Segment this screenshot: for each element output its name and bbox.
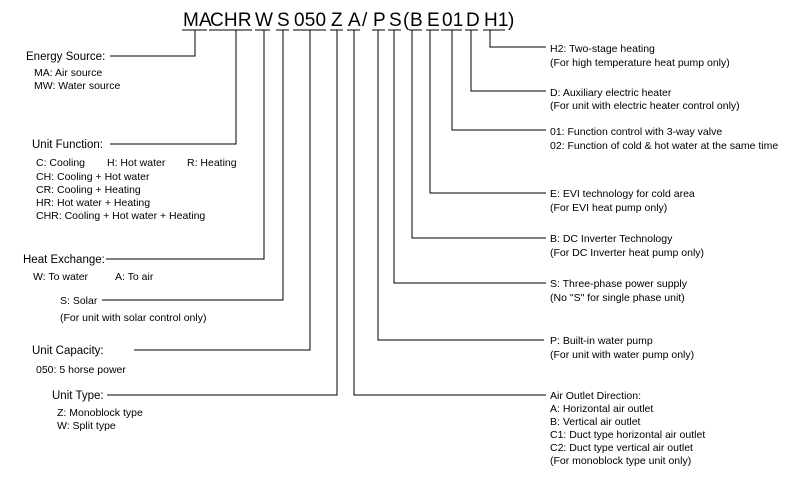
connector-function: [110, 30, 237, 145]
solar-line-1: (For unit with solar control only): [60, 312, 206, 324]
function-line-cr: CR: Cooling + Heating: [36, 184, 141, 196]
type-line-2: W: Split type: [57, 420, 116, 432]
type-title: Unit Type:: [52, 390, 104, 402]
function-hotwater: H: Hot water: [107, 157, 166, 169]
connector-exchange: [106, 30, 265, 260]
code-capacity: 050: [294, 10, 326, 31]
connector-b: [411, 30, 546, 239]
code-chr: CHR: [210, 10, 252, 31]
function-line-hr: HR: Hot water + Heating: [36, 197, 150, 209]
code-h1: H1: [484, 10, 509, 31]
energy-line-1: MA: Air source: [34, 67, 102, 79]
function-line-ch: CH: Cooling + Hot water: [36, 171, 150, 183]
code-rparen: ): [508, 10, 515, 31]
capacity-title: Unit Capacity:: [32, 345, 104, 357]
exchange-air: A: To air: [115, 271, 154, 283]
connector-d: [470, 30, 546, 92]
code-z: Z: [331, 10, 343, 31]
code-w: W: [255, 10, 273, 31]
connector-e: [429, 30, 546, 194]
d-line-1: D: Auxiliary electric heater: [550, 87, 672, 99]
p-line-2: (For unit with water pump only): [550, 349, 694, 361]
function-cooling: C: Cooling: [36, 157, 85, 169]
p-line-1: P: Built-in water pump: [550, 335, 653, 347]
connector-solar: [102, 30, 284, 301]
e-line-2: (For EVI heat pump only): [550, 202, 667, 214]
b-line-2: (For DC Inverter heat pump only): [550, 247, 704, 259]
connector-01: [451, 30, 546, 131]
code-e: E: [427, 10, 440, 31]
code-d: D: [466, 10, 480, 31]
code-01: 01: [442, 10, 464, 31]
air-line-4: C2: Duct type vertical air outlet: [550, 442, 693, 454]
connectors-right: [377, 30, 546, 341]
b-line-1: B: DC Inverter Technology: [550, 233, 673, 245]
right-labels: H2: Two-stage heating (For high temperat…: [550, 43, 778, 467]
code-ma: MA: [183, 10, 212, 31]
code-b: B: [410, 10, 423, 31]
air-line-1: A: Horizontal air outlet: [550, 403, 653, 415]
d-line-2: (For unit with electric heater control o…: [550, 100, 740, 112]
function-heating: R: Heating: [187, 157, 237, 169]
air-title: Air Outlet Direction:: [550, 390, 641, 402]
function-title: Unit Function:: [32, 139, 103, 151]
connector-p: [377, 30, 544, 341]
s-line-1: S: Three-phase power supply: [550, 278, 688, 290]
01-line-2: 02: Function of cold & hot water at the …: [550, 140, 778, 152]
energy-line-2: MW: Water source: [34, 80, 121, 92]
h2-line-2: (For high temperature heat pump only): [550, 57, 730, 69]
air-line-2: B: Vertical air outlet: [550, 416, 641, 428]
exchange-title: Heat Exchange:: [23, 254, 105, 266]
s-line-2: (No "S" for single phase unit): [550, 292, 685, 304]
type-line-1: Z: Monoblock type: [57, 407, 143, 419]
model-code: MA CHR W S 050 Z A / P S ( B E 01 D H1 ): [183, 10, 515, 31]
left-labels: Energy Source: MA: Air source MW: Water …: [23, 51, 237, 432]
connector-h1: [489, 30, 546, 48]
connector-energy: [110, 30, 196, 57]
connectors-left: [102, 30, 546, 396]
code-lparen: (: [403, 10, 410, 31]
air-line-3: C1: Duct type horizontal air outlet: [550, 429, 705, 441]
capacity-line-1: 050: 5 horse power: [36, 364, 126, 376]
connector-capacity: [134, 30, 311, 351]
h2-line-1: H2: Two-stage heating: [550, 43, 655, 55]
air-line-5: (For monoblock type unit only): [550, 455, 691, 467]
01-line-1: 01: Function control with 3-way valve: [550, 126, 722, 138]
exchange-water: W: To water: [33, 271, 89, 283]
e-line-1: E: EVI technology for cold area: [550, 188, 695, 200]
energy-title: Energy Source:: [26, 51, 105, 63]
code-s: S: [277, 10, 290, 31]
code-p: P: [373, 10, 386, 31]
code-a: A: [348, 10, 361, 31]
connector-type: [107, 30, 338, 396]
code-s2: S: [389, 10, 402, 31]
connector-s2: [393, 30, 546, 284]
solar-title: S: Solar: [60, 295, 98, 307]
connector-air: [353, 30, 546, 396]
code-slash: /: [362, 10, 368, 31]
function-line-chr: CHR: Cooling + Hot water + Heating: [36, 210, 205, 222]
